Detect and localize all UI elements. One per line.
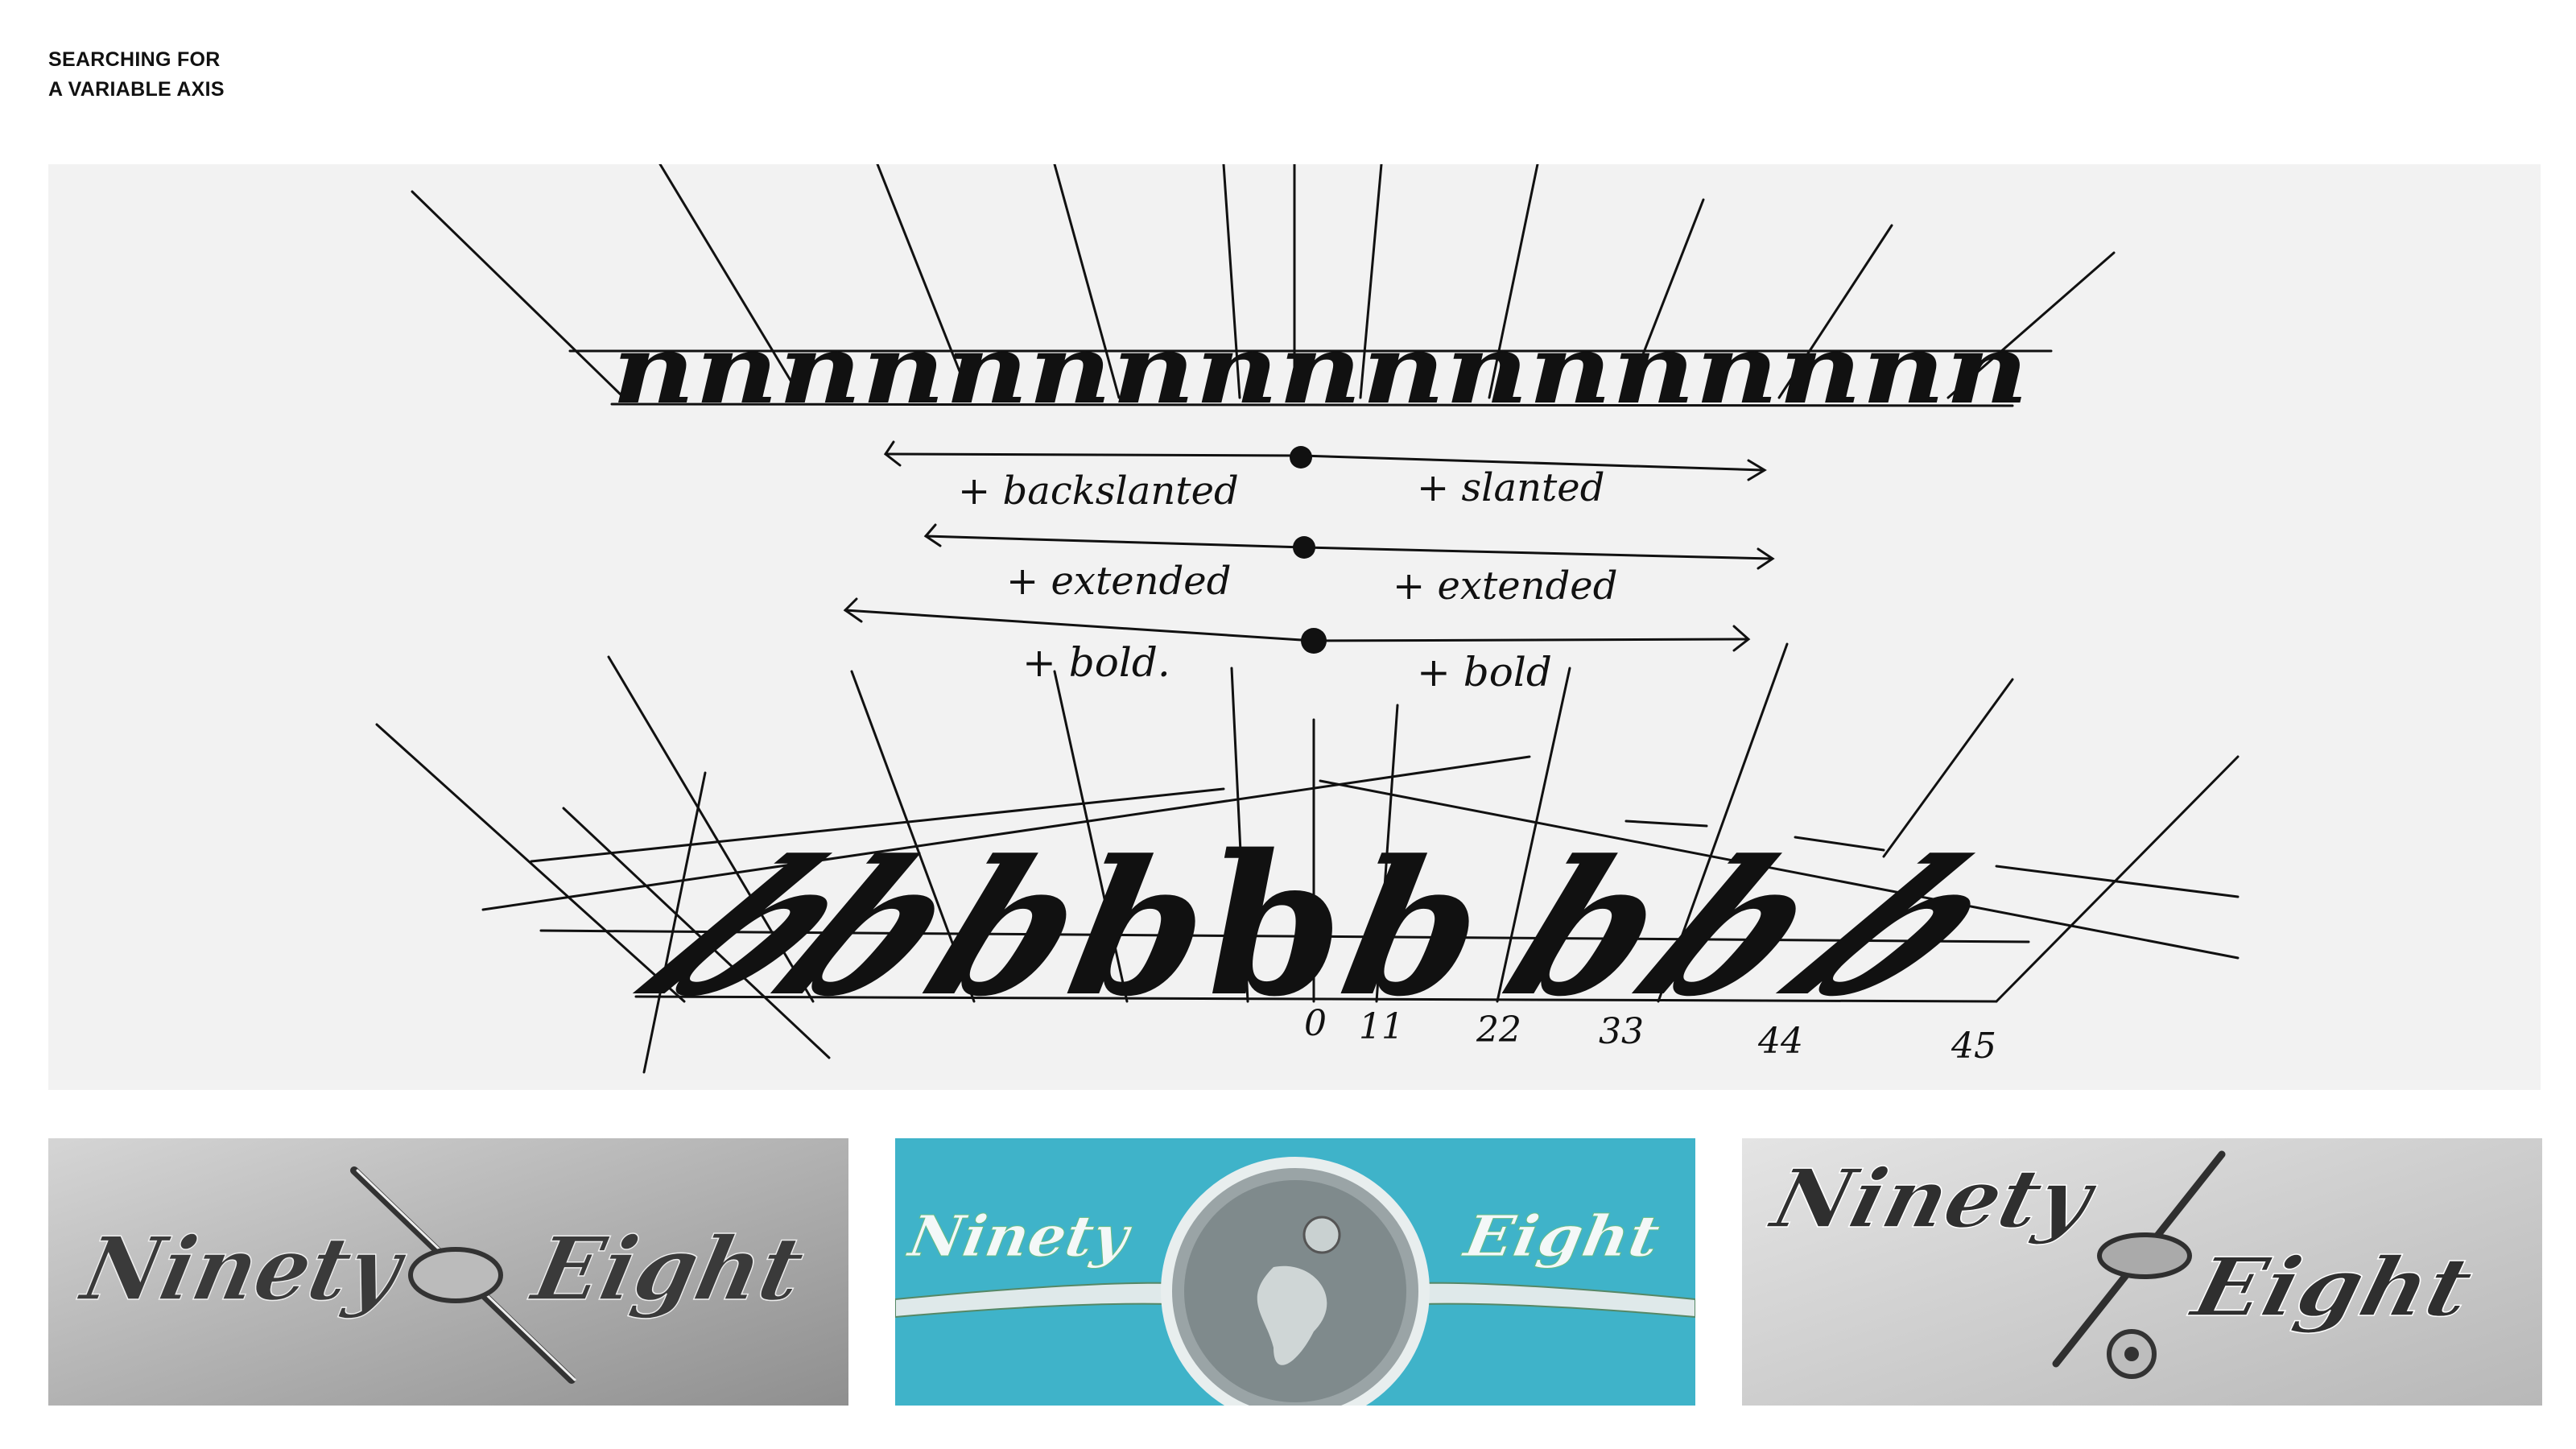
perspective-line: [1624, 819, 1708, 828]
emblem-photo-1: Ninety Eight: [48, 1138, 848, 1406]
variable-axis-sketch: nnnnnnnnnnnnnnnnn + backslanted + slante…: [375, 164, 2240, 1074]
axis-label-bold-left: + bold.: [1022, 639, 1170, 686]
strike-line: [642, 771, 707, 1074]
arrow-right-icon: [1732, 625, 1751, 652]
baseline: [634, 995, 1998, 1003]
emblem-word-eight: Eight: [2182, 1240, 2482, 1334]
emblem-oval: [2097, 1232, 2192, 1279]
angle-label: 11: [1359, 1006, 1404, 1047]
guide-line: [1359, 164, 1383, 399]
guide-line: [876, 164, 972, 399]
glyph-b-11: b: [1327, 819, 1499, 1037]
page-title-line-1: SEARCHING FOR: [48, 48, 221, 71]
guide-line: [850, 670, 976, 1003]
emblem-photo-3-art: Ninety Eight: [1742, 1138, 2542, 1406]
guide-line: [1222, 164, 1241, 399]
guide-line: [411, 190, 625, 399]
emblem-photo-2: Ninety Eight: [895, 1138, 1695, 1406]
perspective-line: [1995, 865, 2240, 898]
arrow-left-icon: [923, 523, 942, 547]
guide-line: [1488, 164, 1539, 399]
arrow-left-icon: [883, 440, 902, 467]
angle-label: 44: [1757, 1021, 1803, 1062]
arrow-left-icon: [843, 597, 863, 623]
axis-label-extended-left: + extended: [1006, 559, 1231, 604]
slider-handle-slant: [1290, 446, 1312, 469]
emblem-word-ninety: Ninety: [72, 1217, 415, 1320]
emblem-oval: [408, 1247, 503, 1303]
perspective-line: [530, 787, 1225, 863]
baseline: [610, 402, 2014, 407]
arrow-right-icon: [1747, 459, 1767, 481]
guide-line: [1375, 704, 1399, 1003]
page-title: SEARCHING FOR A VARIABLE AXIS: [48, 45, 225, 105]
guide-line: [1230, 667, 1249, 1003]
baseline: [539, 929, 2030, 943]
sketch-panel: nnnnnnnnnnnnnnnnn + backslanted + slante…: [48, 164, 2541, 1090]
slider-handle-width: [1293, 536, 1315, 559]
guide-line: [1657, 642, 1789, 1003]
angle-label: 45: [1951, 1026, 1996, 1067]
emblem-photo-1-art: Ninety Eight: [48, 1138, 848, 1406]
emblem-continent: [1257, 1265, 1327, 1365]
axis-label-extended-right: + extended: [1393, 564, 1617, 609]
angle-label: 22: [1476, 1009, 1521, 1051]
glyph-b-0: b: [1208, 812, 1343, 1039]
strike-line: [562, 807, 831, 1059]
sketch-top-glyph-row: nnnnnnnnnnnnnnnnn: [612, 313, 2029, 425]
slider-handle-weight: [1301, 628, 1327, 654]
axis-label-backslanted: + backslanted: [958, 469, 1239, 514]
guide-line: [1053, 164, 1121, 399]
emblem-photo-3: Ninety Eight: [1742, 1138, 2542, 1406]
guide-line: [658, 164, 803, 399]
axis-label-bold-right: + bold: [1417, 649, 1552, 696]
angle-label: 33: [1599, 1011, 1644, 1052]
perspective-line: [481, 755, 1531, 911]
guide-line: [375, 723, 686, 1003]
emblem-word-ninety: Ninety: [1761, 1151, 2107, 1245]
guide-line: [607, 655, 815, 1003]
emblem-boss: [1302, 1216, 1341, 1254]
emblem-photo-2-art: Ninety Eight: [895, 1138, 1695, 1406]
page-title-line-2: A VARIABLE AXIS: [48, 78, 225, 101]
axis-label-slanted: + slanted: [1417, 465, 1604, 510]
guide-line: [1946, 251, 2116, 399]
axis-line-slant: [884, 452, 1765, 472]
guide-line: [1053, 670, 1129, 1003]
guide-line: [1496, 667, 1571, 1003]
guide-line: [1624, 198, 1705, 399]
guide-line: [1995, 755, 2240, 1003]
axis-line-weight: [844, 609, 1748, 642]
perspective-line: [1794, 836, 1885, 852]
arrow-right-icon: [1757, 547, 1775, 570]
perspective-line: [1319, 779, 2240, 960]
guide-line: [1882, 678, 2014, 858]
emblem-word-eight: Eight: [1458, 1203, 1665, 1269]
angle-label: 0: [1304, 1003, 1327, 1044]
guide-line: [1777, 224, 1893, 399]
emblem-word-eight: Eight: [522, 1217, 812, 1320]
axis-line-width: [924, 535, 1773, 560]
emblem-word-ninety: Ninety: [902, 1203, 1137, 1269]
